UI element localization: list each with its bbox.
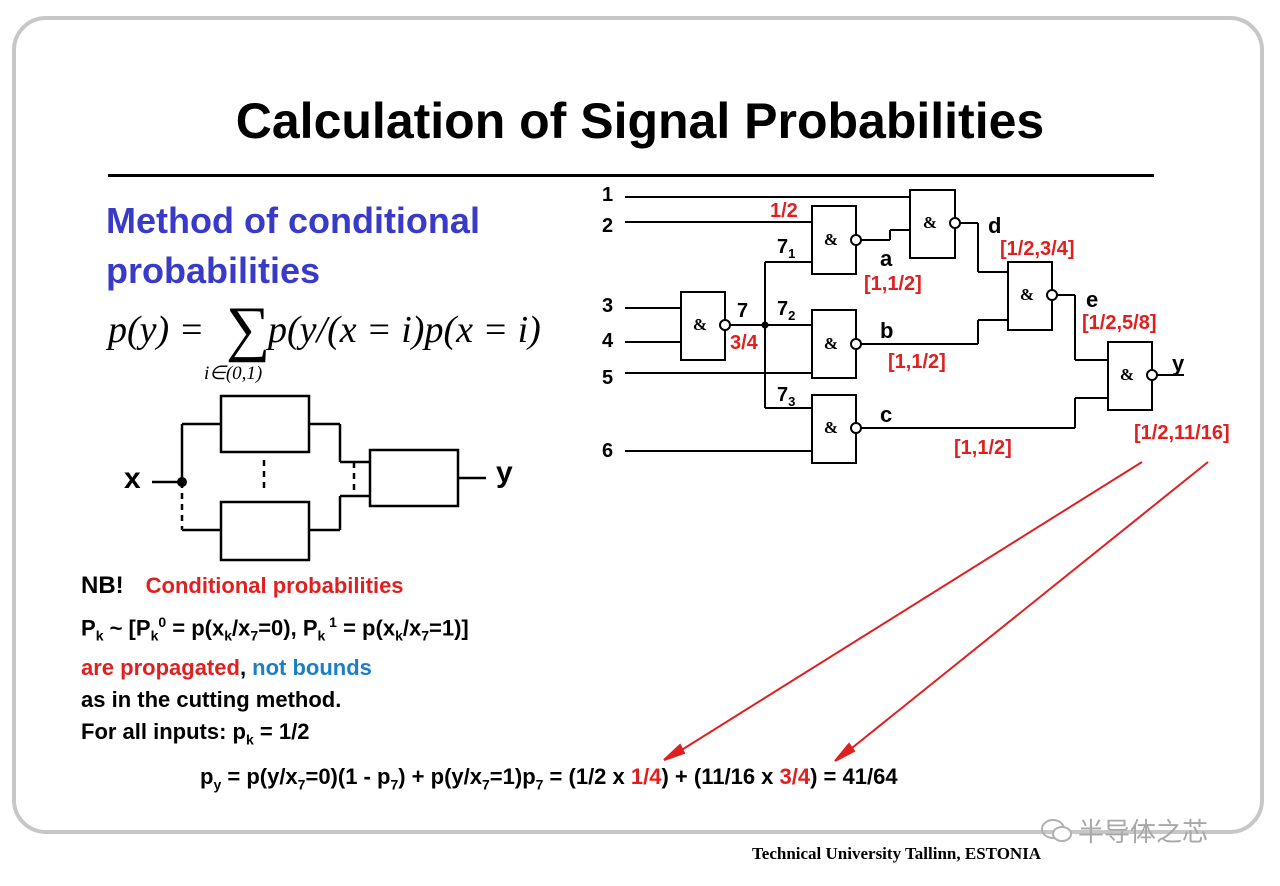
method-heading: Method of conditional probabilities [106, 196, 546, 296]
input-1: 1 [602, 184, 614, 206]
signal-e-label: e [1086, 287, 1099, 312]
diagram-y-label: y [496, 456, 513, 489]
signal-d-bounds: [1/2,3/4] [1000, 238, 1075, 260]
slide-title: Calculation of Signal Probabilities [235, 93, 1045, 149]
branch-7-2: 72 [777, 298, 796, 323]
node-7-label: 7 [737, 300, 749, 322]
slide-frame [12, 16, 1264, 834]
input-2-probability: 1/2 [770, 200, 798, 222]
notes-line-2: Pk ~ [Pk0 = p(xk/x7=0), Pk 1 = p(xk/x7=1… [81, 614, 469, 644]
sum-subscript: i∈(0,1) [204, 363, 263, 384]
branch-7-3: 73 [777, 384, 796, 409]
signal-b-bounds: [1,1/2] [888, 351, 946, 373]
signal-b-label: b [880, 318, 894, 343]
conditional-label: Conditional probabilities [145, 573, 404, 598]
watermark-text: 半导体之芯 [1078, 817, 1209, 847]
equation-rhs: p(y/(x = i)p(x = i) [268, 309, 541, 351]
branch-7-1: 71 [777, 236, 796, 261]
signal-c-label: c [880, 402, 893, 427]
nb-label: NB! [81, 572, 124, 599]
signal-c-bounds: [1,1/2] [954, 437, 1012, 459]
method-line-1: Method of conditional [106, 200, 480, 241]
input-3: 3 [602, 295, 614, 317]
input-6: 6 [602, 440, 614, 462]
notes-line-5: For all inputs: pk = 1/2 [81, 718, 310, 748]
diagram-x-label: x [124, 462, 141, 495]
signal-a-label: a [880, 246, 893, 271]
input-4: 4 [602, 330, 614, 352]
equation-lhs: p(y) = [108, 309, 205, 351]
notes-line-1: NB! Conditional probabilities [81, 570, 469, 602]
notes-line-3: are propagated, not bounds [81, 654, 372, 680]
signal-e-bounds: [1/2,5/8] [1082, 312, 1157, 334]
wechat-icon [1041, 819, 1072, 842]
signal-y-bounds: [1/2,11/16] [1134, 422, 1230, 444]
signal-a-bounds: [1,1/2] [864, 273, 922, 295]
footer-affiliation: Technical University Tallinn, ESTONIA [752, 844, 1042, 863]
signal-d-label: d [988, 213, 1002, 238]
notes-block: NB! Conditional probabilities Pk ~ [Pk0 =… [81, 570, 469, 755]
input-2: 2 [602, 215, 614, 237]
input-5: 5 [602, 367, 614, 389]
final-formula: py = p(y/x7=0)(1 - p7) + p(y/x7=1)p7 = (… [200, 764, 898, 793]
signal-y-label: y [1172, 351, 1185, 376]
title-rule [108, 174, 1154, 177]
sum-symbol: ∑ [226, 295, 271, 363]
method-line-2: probabilities [106, 250, 321, 291]
notes-line-4: as in the cutting method. [81, 686, 342, 712]
node-7-probability: 3/4 [730, 332, 758, 354]
